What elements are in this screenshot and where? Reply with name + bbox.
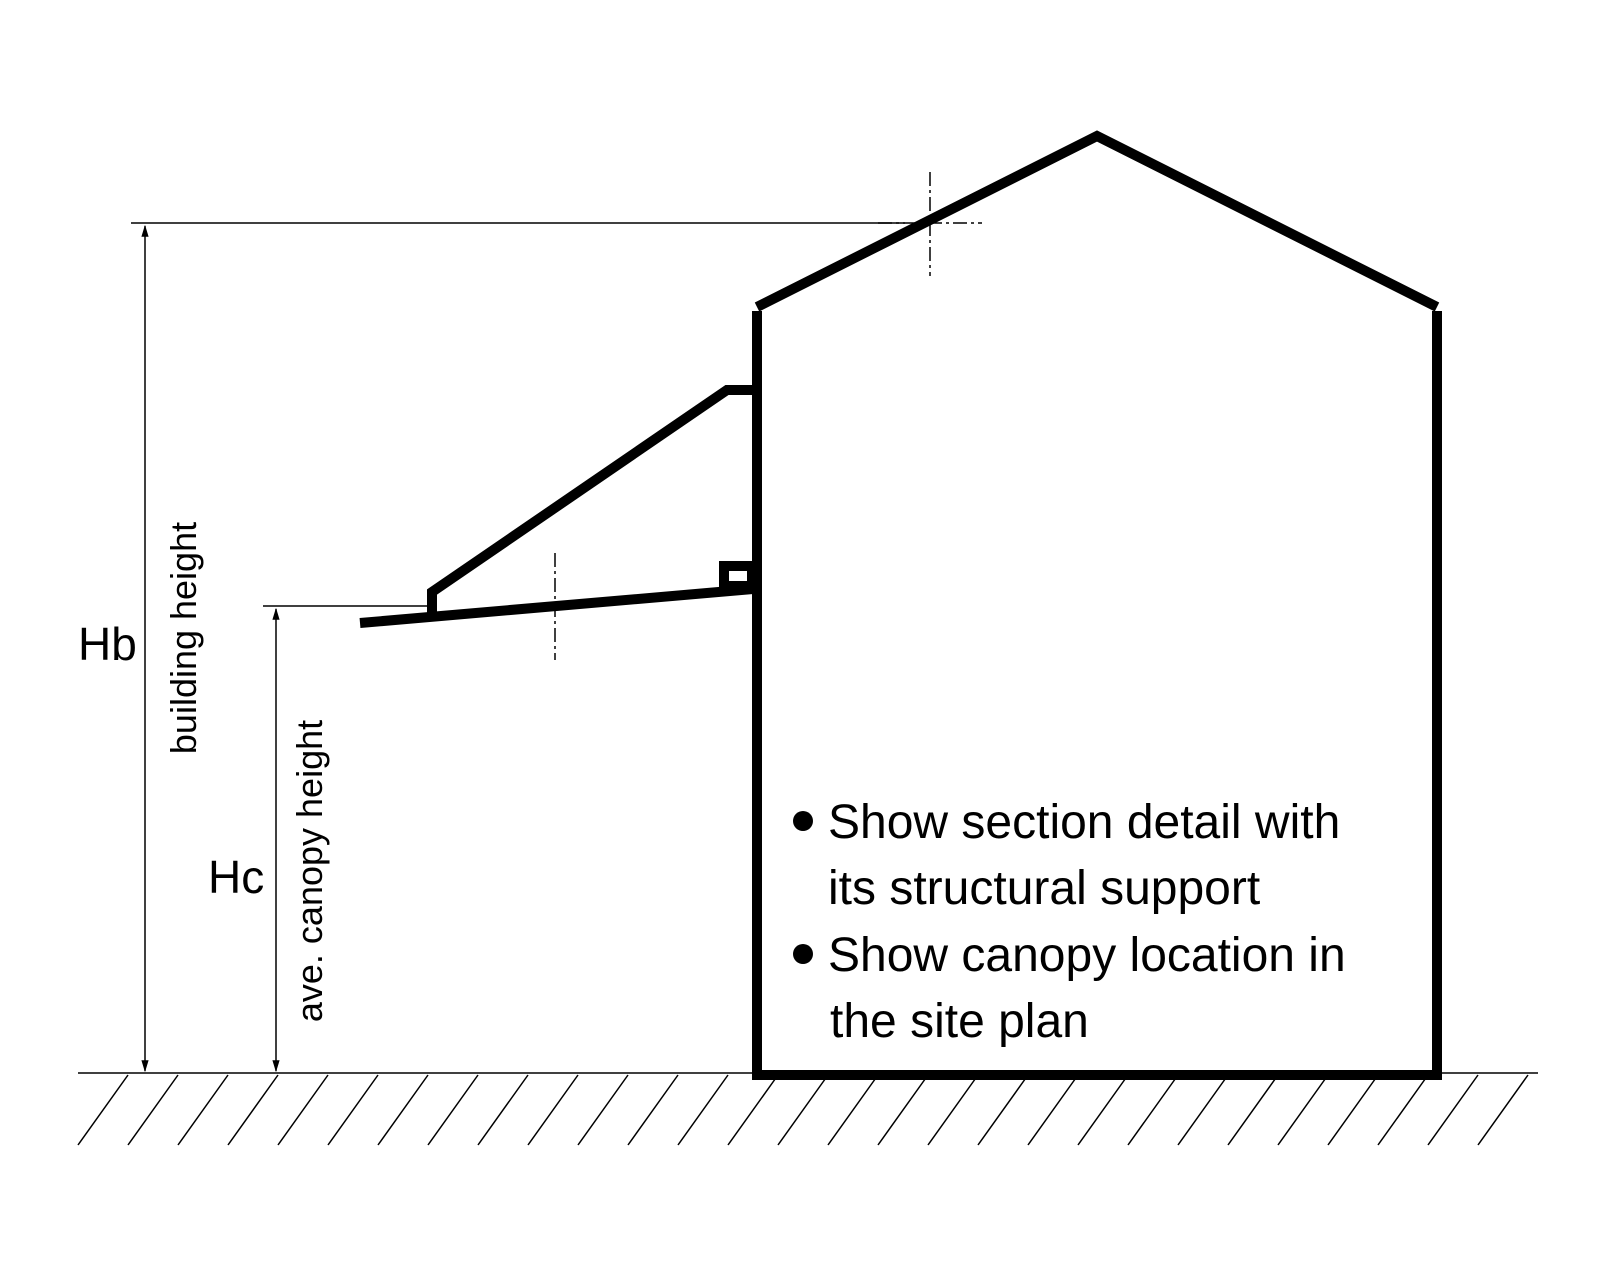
note-2-line-2: the site plan — [830, 995, 1089, 1048]
note-bullet — [793, 811, 813, 831]
hatch-line — [877, 1074, 929, 1146]
building-height-symbol: Hb — [78, 618, 137, 670]
hatch-line — [1327, 1074, 1379, 1146]
hatch-line — [127, 1074, 179, 1146]
hatch-line — [627, 1074, 679, 1146]
canopy-bracket — [719, 561, 757, 591]
hatch-line — [1127, 1074, 1179, 1146]
canopy-strut — [427, 385, 753, 613]
hatch-line — [727, 1074, 779, 1146]
notes-list: Show section detail with its structural … — [793, 796, 1346, 1048]
hatch-line — [1477, 1074, 1529, 1146]
hatch-line — [1427, 1074, 1479, 1146]
hatch-line — [1077, 1074, 1129, 1146]
hatch-line — [977, 1074, 1029, 1146]
note-1-line-2: its structural support — [828, 862, 1260, 915]
hatch-line — [527, 1074, 579, 1146]
hatch-line — [427, 1074, 479, 1146]
building-walls — [752, 311, 1442, 1080]
hatch-line — [1227, 1074, 1279, 1146]
hatch-line — [1177, 1074, 1229, 1146]
hatch-line — [777, 1074, 829, 1146]
hatch-line — [227, 1074, 279, 1146]
hatch-line — [477, 1074, 529, 1146]
canopy-height-label: ave. canopy height — [289, 720, 330, 1022]
building-height-label: building height — [163, 522, 204, 754]
hatch-line — [1377, 1074, 1429, 1146]
hatch-line — [1027, 1074, 1079, 1146]
hatch-line — [827, 1074, 879, 1146]
hatch-line — [927, 1074, 979, 1146]
canopy-height-symbol: Hc — [208, 851, 264, 903]
building-outline — [754, 130, 1440, 312]
note-1-line-1: Show section detail with — [828, 796, 1340, 849]
hatch-line — [77, 1074, 129, 1146]
hatch-line — [377, 1074, 429, 1146]
hatch-line — [1277, 1074, 1329, 1146]
canopy-slab — [359, 584, 754, 628]
hatch-line — [677, 1074, 729, 1146]
ground-hatching — [77, 1074, 1529, 1146]
hatch-line — [577, 1074, 629, 1146]
hatch-line — [177, 1074, 229, 1146]
hatch-line — [277, 1074, 329, 1146]
note-2-line-1: Show canopy location in — [828, 929, 1346, 982]
hatch-line — [327, 1074, 379, 1146]
note-bullet — [793, 944, 813, 964]
